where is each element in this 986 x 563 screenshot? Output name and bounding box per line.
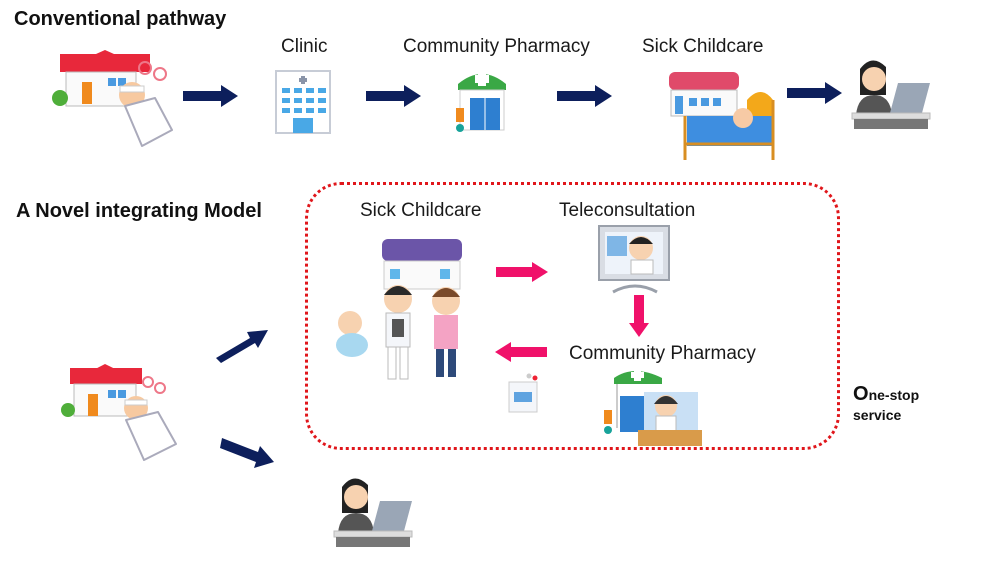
step-label-sick-childcare: Sick Childcare bbox=[642, 36, 764, 57]
pharmacy-icon bbox=[456, 72, 506, 132]
novel-label-pharmacy: Community Pharmacy bbox=[569, 343, 756, 364]
childcare-staff-icon bbox=[336, 239, 462, 380]
conventional-title: Conventional pathway bbox=[14, 8, 227, 30]
pharmacist-icon bbox=[604, 369, 702, 446]
step-label-pharmacy: Community Pharmacy bbox=[403, 36, 590, 57]
one-stop-initial: O bbox=[853, 383, 869, 405]
arrow-right-icon bbox=[787, 82, 842, 104]
teleconsultation-icon bbox=[598, 225, 670, 294]
working-parent-icon bbox=[851, 60, 931, 129]
arrow-right-icon bbox=[496, 262, 548, 282]
working-parent-icon bbox=[333, 478, 413, 547]
one-stop-label: One-stop service bbox=[853, 384, 919, 425]
arrow-right-icon bbox=[557, 85, 612, 107]
novel-title: A Novel integrating Model bbox=[16, 200, 262, 222]
novel-label-sick-childcare: Sick Childcare bbox=[360, 200, 482, 221]
arrow-right-icon bbox=[366, 85, 421, 107]
arrow-right-icon bbox=[183, 85, 238, 107]
sick-childcare-icon bbox=[669, 72, 775, 160]
one-stop-rest: ne-stop bbox=[868, 387, 920, 403]
arrow-up-right-icon bbox=[216, 330, 268, 363]
arrow-down-right-icon bbox=[220, 438, 274, 468]
arrow-down-icon bbox=[629, 295, 649, 337]
sick-child-home-icon bbox=[61, 364, 177, 461]
hospital-icon bbox=[275, 70, 331, 134]
sick-child-home-icon bbox=[52, 50, 173, 147]
arrow-left-icon bbox=[495, 342, 547, 362]
medicine-bag-icon bbox=[508, 373, 538, 413]
one-stop-line2: service bbox=[853, 407, 902, 423]
step-label-clinic: Clinic bbox=[281, 36, 328, 57]
one-stop-box bbox=[305, 182, 840, 450]
novel-label-teleconsultation: Teleconsultation bbox=[559, 200, 696, 221]
